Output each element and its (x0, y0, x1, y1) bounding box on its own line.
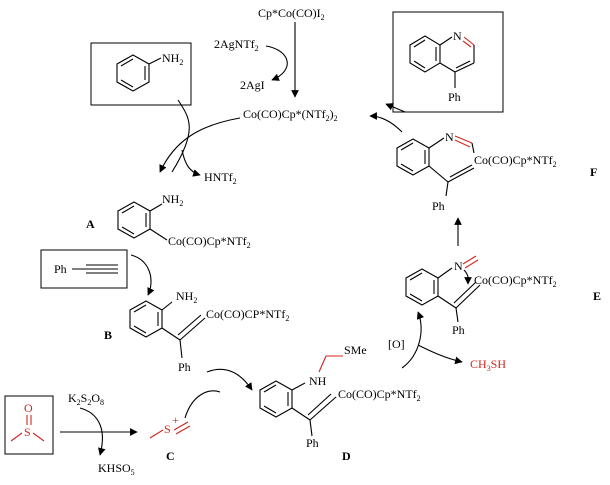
methanethiol-byproduct: CH3SH (470, 357, 506, 373)
svg-text:N: N (453, 29, 462, 43)
aniline-structure: NH2 (116, 51, 183, 92)
silver-iodide-byproduct: 2AgI (240, 78, 265, 92)
svg-text:NH2: NH2 (162, 51, 183, 67)
intermediate-E-structure: N Co(CO)Cp*NTf2 Ph (405, 255, 557, 337)
dmso-structure: O S (10, 401, 45, 442)
intermediate-D-structure: NH SMe Co(CO)Cp*NTf2 Ph (259, 343, 421, 450)
svg-text:N: N (445, 130, 454, 144)
svg-text:Co(CO)Cp*NTf2: Co(CO)Cp*NTf2 (168, 234, 251, 250)
label-B: B (104, 328, 112, 342)
dmso-box (4, 395, 54, 455)
F-to-catalyst-arrow (369, 112, 403, 133)
aniline-box (90, 42, 192, 106)
oxidant: [O] (388, 337, 405, 351)
persulfate-reagent: K2S2O8 (68, 391, 104, 407)
active-cobalt-catalyst: Co(CO)Cp*(NTf2)2 (243, 107, 338, 123)
label-E: E (593, 289, 601, 303)
silver-curved-arrow (265, 45, 288, 81)
svg-text:Ph: Ph (306, 436, 319, 450)
intermediate-B-structure: NH2 Co(CO)CP*NTf2 Ph (129, 289, 289, 374)
intermediate-C-structure: S + (149, 413, 191, 439)
label-C: C (166, 449, 175, 463)
B-to-D-arrow (206, 368, 253, 391)
label-A: A (86, 217, 95, 231)
svg-text:Co(CO)Cp*NTf2: Co(CO)Cp*NTf2 (338, 387, 421, 403)
svg-text:NH2: NH2 (162, 192, 183, 208)
khso5-byproduct: KHSO5 (98, 461, 135, 477)
svg-text:N: N (454, 259, 463, 273)
khso5-out-arrow (79, 407, 106, 456)
D-to-E-arrow (401, 311, 425, 369)
svg-text:Ph: Ph (452, 323, 465, 337)
label-F: F (590, 165, 597, 179)
cat-to-A-arrow (159, 117, 241, 173)
svg-text:Ph: Ph (448, 90, 461, 104)
svg-text:NH: NH (309, 374, 327, 388)
svg-text:Ph: Ph (178, 360, 191, 374)
intermediate-A-structure: NH2 Co(CO)Cp*NTf2 (117, 192, 251, 250)
hntf-out-arrow (181, 149, 201, 177)
svg-text:SMe: SMe (344, 343, 367, 357)
svg-text:Ph: Ph (432, 199, 445, 213)
product-quinoline-structure: N Ph (409, 29, 475, 104)
aniline-in-arrow (171, 99, 190, 173)
svg-text:O: O (24, 401, 33, 415)
phenylacetylene-box (40, 249, 128, 289)
alkyne-insertion-arrow (130, 254, 155, 296)
svg-text:Co(CO)CP*NTf2: Co(CO)CP*NTf2 (206, 307, 289, 323)
product-box (392, 11, 504, 113)
ylide-attack-arrow (184, 390, 221, 419)
product-release-arrow (385, 103, 406, 113)
svg-text:NH2: NH2 (176, 289, 197, 305)
svg-text:Ph: Ph (54, 262, 67, 276)
E-coordination-arrow (463, 269, 472, 285)
label-D: D (342, 449, 351, 463)
svg-text:+: + (172, 413, 179, 427)
svg-text:Co(CO)Cp*NTf2: Co(CO)Cp*NTf2 (474, 153, 557, 169)
methanethiol-out-arrow (417, 344, 463, 365)
hntf-byproduct: HNTf2 (204, 170, 237, 186)
svg-text:S: S (164, 422, 171, 436)
intermediate-F-structure: N Co(CO)Cp*NTf2 Ph (396, 130, 557, 213)
silver-salt-reagent: 2AgNTf2 (214, 37, 259, 53)
phenylacetylene-structure: Ph (54, 262, 118, 276)
svg-text:Co(CO)Cp*NTf2: Co(CO)Cp*NTf2 (474, 273, 557, 289)
svg-text:S: S (24, 425, 31, 439)
catalyst-precursor: Cp*Co(CO)I2 (258, 6, 325, 22)
